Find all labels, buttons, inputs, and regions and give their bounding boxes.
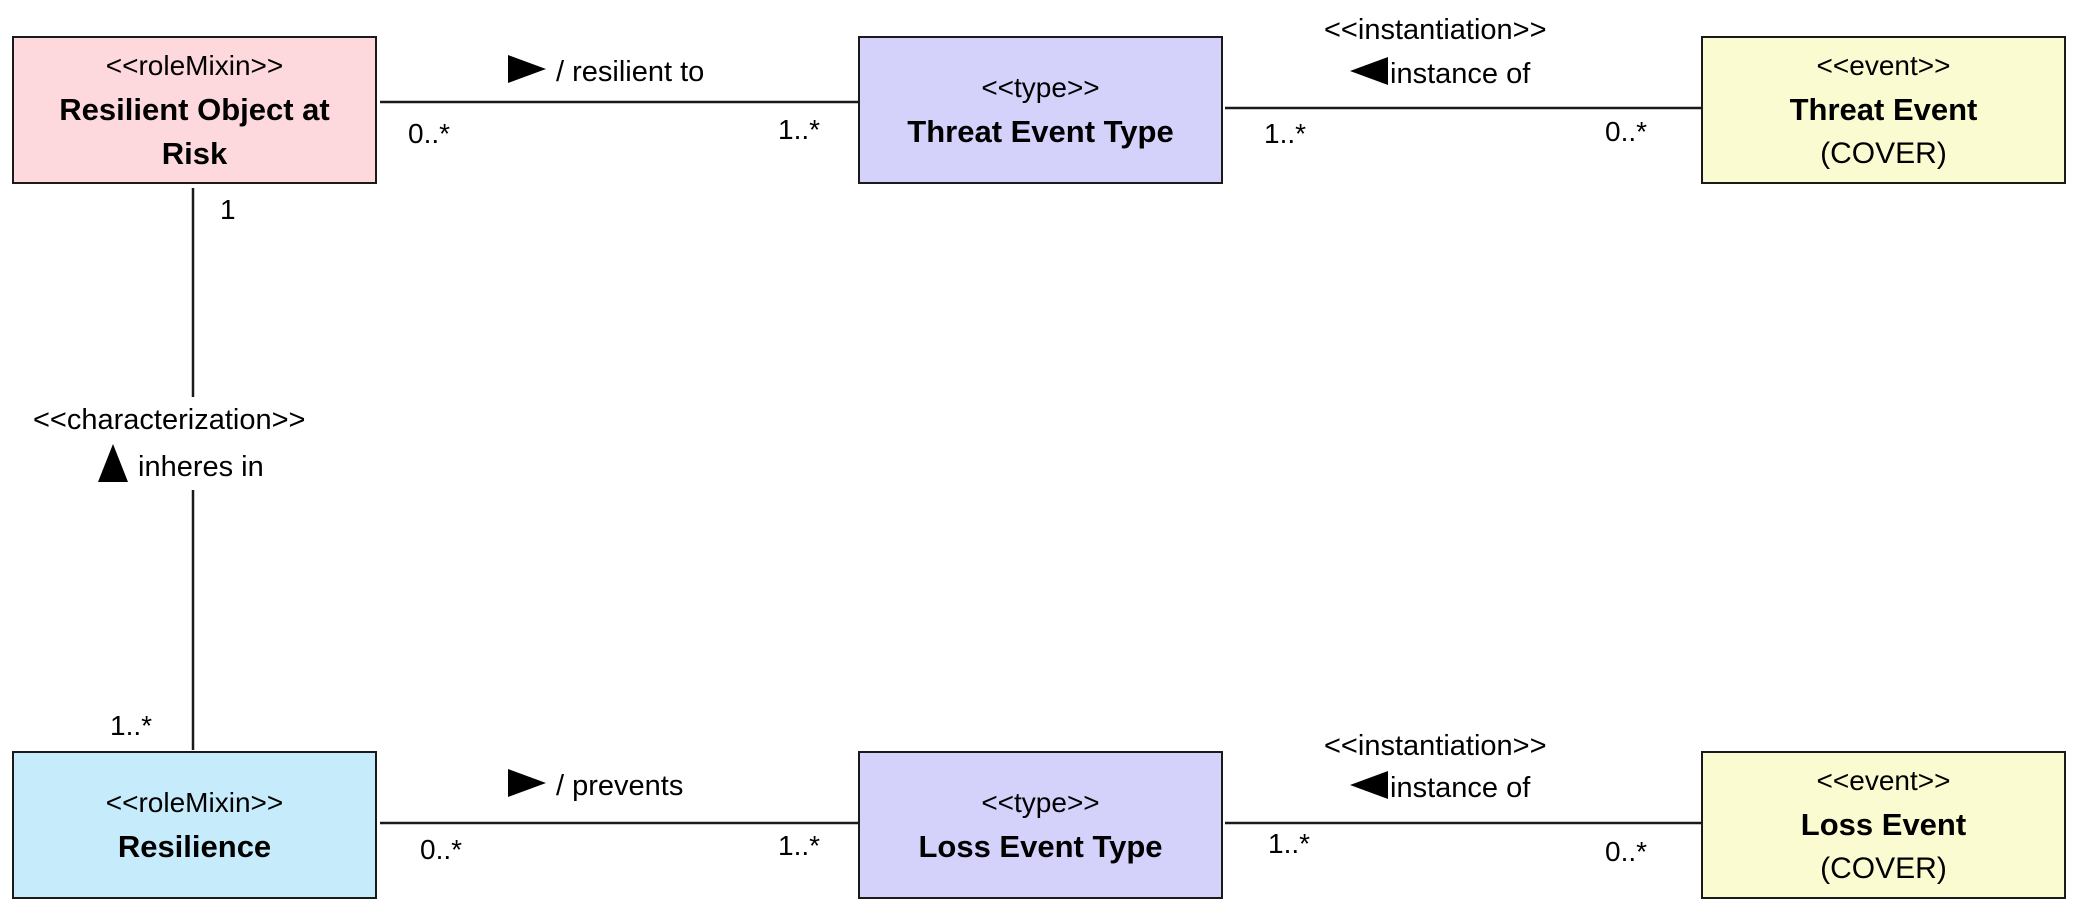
- characterization-stereotype: <<characterization>>: [33, 404, 306, 436]
- association-label: instance of: [1390, 772, 1531, 804]
- resilient-to-target-multiplicity: 1..*: [778, 114, 821, 145]
- prevents-target-multiplicity: 1..*: [778, 830, 821, 861]
- loss-event-class[interactable]: <<event>> Loss Event (COVER): [1701, 751, 2066, 899]
- threat-event-class[interactable]: <<event>> Threat Event (COVER): [1701, 36, 2066, 184]
- class-name: Resilience: [117, 829, 272, 864]
- association-label: inheres in: [138, 451, 264, 483]
- loss-instantiation-source-multiplicity: 1..*: [1268, 828, 1311, 859]
- class-stereotype: <<type>>: [981, 72, 1100, 103]
- threat-instantiation-label: instance of: [1350, 56, 1530, 92]
- triangle-right-icon: [508, 55, 546, 83]
- characterization-label: inheres in: [98, 444, 264, 485]
- triangle-left-icon: [1350, 57, 1388, 85]
- threat-instantiation-stereotype: <<instantiation>>: [1324, 14, 1547, 46]
- class-name: Threat Event Type: [907, 114, 1174, 149]
- loss-event-type-class[interactable]: <<type>> Loss Event Type: [858, 751, 1223, 899]
- class-name: Loss Event Type: [918, 829, 1163, 864]
- class-note: (COVER): [1820, 137, 1947, 170]
- class-stereotype: <<event>>: [1816, 50, 1951, 81]
- loss-instantiation-target-multiplicity: 0..*: [1605, 836, 1648, 867]
- characterization-target-multiplicity: 1..*: [110, 710, 153, 741]
- class-name: Threat Event: [1789, 92, 1978, 127]
- triangle-up-icon: [98, 444, 128, 482]
- association-label: instance of: [1390, 58, 1531, 90]
- class-stereotype: <<type>>: [981, 787, 1100, 818]
- resilience-class[interactable]: <<roleMixin>> Resilience: [12, 751, 377, 899]
- class-name: Resilient Object at Risk: [59, 92, 330, 171]
- resilient-to-label: / resilient to: [508, 54, 704, 90]
- association-label: / prevents: [556, 770, 684, 802]
- association-label: / resilient to: [556, 56, 705, 88]
- resilient-to-source-multiplicity: 0..*: [408, 118, 451, 149]
- threat-event-type-class[interactable]: <<type>> Threat Event Type: [858, 36, 1223, 184]
- triangle-left-icon: [1350, 771, 1388, 799]
- triangle-right-icon: [508, 769, 546, 797]
- class-stereotype: <<event>>: [1816, 765, 1951, 796]
- loss-instantiation-label: instance of: [1350, 770, 1530, 806]
- threat-instantiation-target-multiplicity: 0..*: [1605, 116, 1648, 147]
- prevents-source-multiplicity: 0..*: [420, 834, 463, 865]
- class-stereotype: <<roleMixin>>: [105, 50, 284, 81]
- loss-instantiation-stereotype: <<instantiation>>: [1324, 730, 1547, 762]
- characterization-source-multiplicity: 1: [220, 194, 236, 225]
- class-note: (COVER): [1820, 852, 1947, 885]
- class-name: Loss Event: [1800, 807, 1967, 842]
- resilient-object-at-risk-class[interactable]: <<roleMixin>> Resilient Object at Risk: [12, 36, 377, 184]
- threat-instantiation-source-multiplicity: 1..*: [1264, 118, 1307, 149]
- class-stereotype: <<roleMixin>>: [105, 787, 284, 818]
- prevents-label: / prevents: [508, 768, 683, 804]
